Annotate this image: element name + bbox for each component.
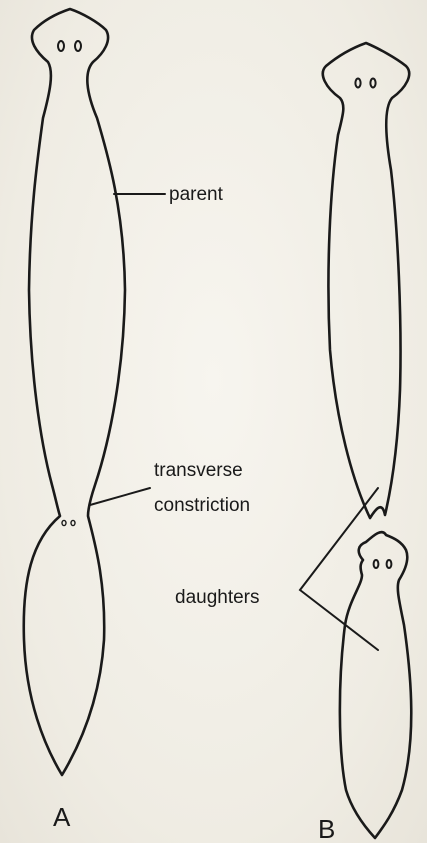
panel-b-anterior-daughter bbox=[323, 43, 409, 518]
constriction-label: constriction bbox=[154, 495, 250, 516]
daughters-label: daughters bbox=[175, 587, 260, 608]
panel-a-letter: A bbox=[53, 802, 71, 832]
worm-b-anterior-right-eye bbox=[370, 79, 375, 88]
panel-b-letter: B bbox=[318, 814, 335, 843]
worm-a-right-eye bbox=[75, 41, 81, 51]
transverse-label: transverse bbox=[154, 460, 243, 481]
worm-b-posterior-right-eye bbox=[387, 560, 392, 568]
worm-a-left-eye bbox=[58, 41, 64, 51]
parent-label: parent bbox=[169, 184, 224, 205]
worm-b-anterior-outline bbox=[323, 43, 409, 518]
panel-a-worm bbox=[24, 9, 125, 775]
worm-a-new-eyespots bbox=[62, 520, 75, 525]
worm-b-posterior-outline bbox=[340, 532, 411, 838]
panel-b-posterior-daughter bbox=[340, 532, 411, 838]
worm-a-body-outline bbox=[24, 9, 125, 775]
worm-b-posterior-left-eye bbox=[374, 560, 379, 568]
constriction-leader-line bbox=[90, 488, 150, 505]
worm-b-anterior-left-eye bbox=[355, 79, 360, 88]
